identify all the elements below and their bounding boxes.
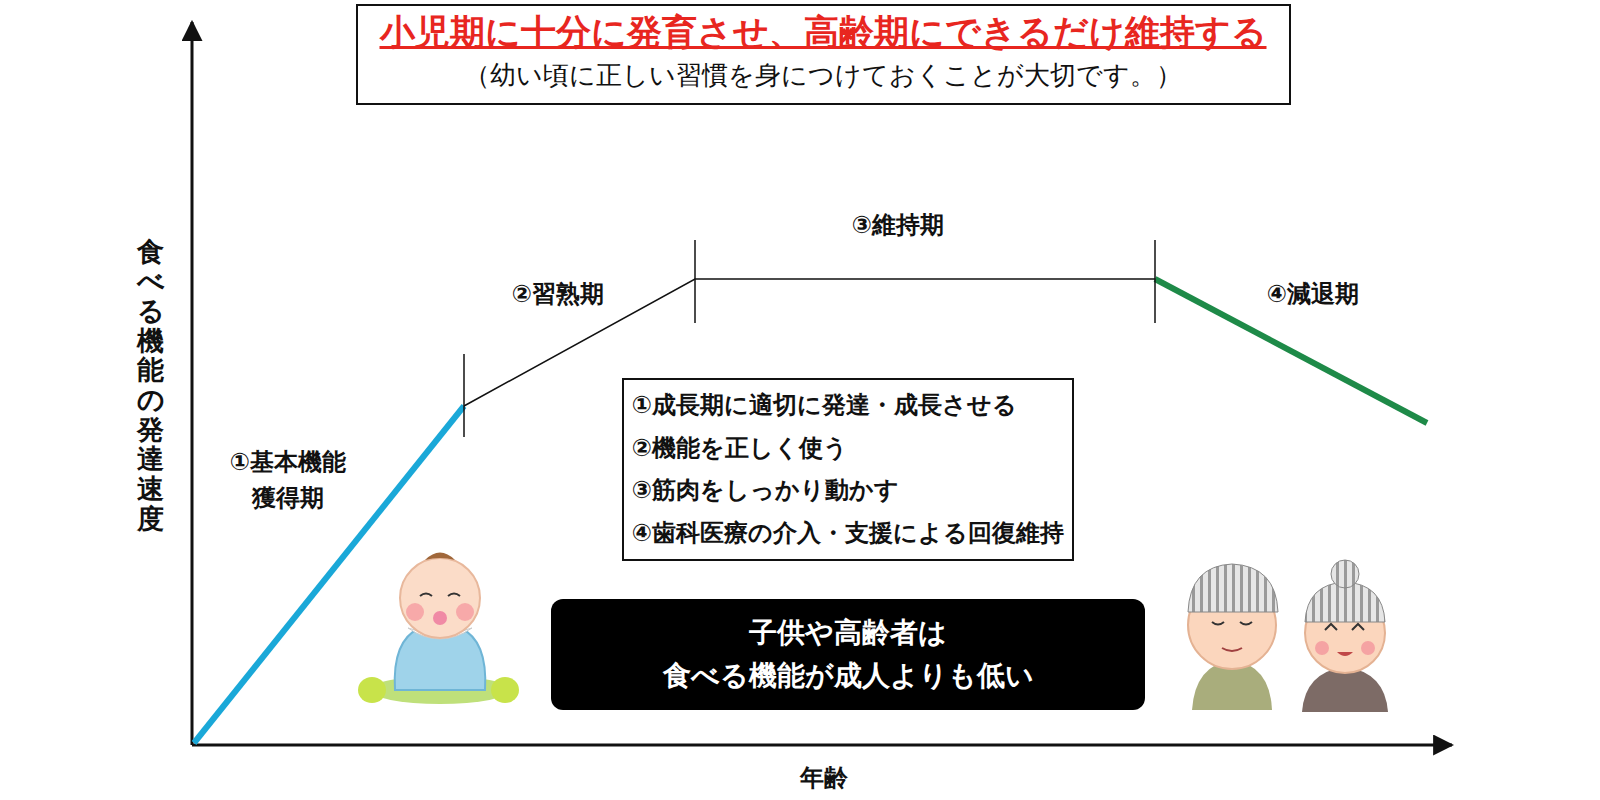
heading: 小児期に十分に発育させ、高齢期にできるだけ維持する bbox=[380, 10, 1267, 56]
baby-eyes bbox=[420, 594, 460, 597]
baby-sock bbox=[358, 677, 386, 703]
phase-tick bbox=[463, 354, 465, 437]
grandma-bun bbox=[1331, 560, 1359, 588]
note-box: 子供や高齢者は 食べる機能が成人よりも低い bbox=[551, 599, 1145, 710]
list-box: ①成長期に適切に発達・成長させる②機能を正しく使う③筋肉をしっかり動かす④歯科医… bbox=[622, 378, 1074, 561]
axis-title: 食べる機能の発達速度 bbox=[137, 237, 164, 534]
box-text: ②機能を正しく使う bbox=[632, 427, 1064, 470]
grandpa-mouth bbox=[1222, 648, 1242, 651]
phase-label: ①基本機能 獲得期 bbox=[213, 444, 363, 516]
baby-cheek bbox=[406, 603, 424, 621]
grandpa-eyes bbox=[1212, 622, 1252, 625]
box-text: 子供や高齢者は 食べる機能が成人よりも低い bbox=[633, 611, 1063, 698]
phase-tick bbox=[1154, 240, 1156, 323]
grandma-cheek bbox=[1361, 641, 1375, 655]
baby-hair bbox=[425, 553, 455, 561]
phase-label: ④減退期 bbox=[1267, 276, 1359, 312]
baby-sock bbox=[491, 677, 519, 703]
box-text: ③筋肉をしっかり動かす bbox=[632, 469, 1064, 512]
baby-head bbox=[400, 558, 480, 638]
phase-label: ③維持期 bbox=[852, 207, 944, 243]
box-text: ④歯科医療の介入・支援による回復維持 bbox=[632, 512, 1064, 555]
baby-illustration bbox=[358, 553, 519, 705]
phase-label: ②習熟期 bbox=[512, 276, 604, 312]
title-box: 小児期に十分に発育させ、高齢期にできるだけ維持する（幼い頃に正しい習慣を身につけ… bbox=[356, 4, 1291, 105]
grandma-eyes bbox=[1325, 624, 1364, 630]
elderly-illustration bbox=[1188, 560, 1388, 712]
grandma-mouth bbox=[1337, 652, 1353, 656]
baby-cheek bbox=[456, 603, 474, 621]
grandma-cheek bbox=[1315, 641, 1329, 655]
baby-pacifier bbox=[433, 611, 447, 625]
x-axis bbox=[192, 744, 1452, 747]
box-text: ①成長期に適切に発達・成長させる bbox=[632, 384, 1064, 427]
box-text: （幼い頃に正しい習慣を身につけておくことが大切です。） bbox=[380, 56, 1267, 95]
grandpa-cap bbox=[1188, 564, 1278, 612]
axis-title: 年齢 bbox=[800, 760, 848, 796]
phase-tick bbox=[694, 240, 696, 323]
y-axis bbox=[191, 22, 194, 745]
